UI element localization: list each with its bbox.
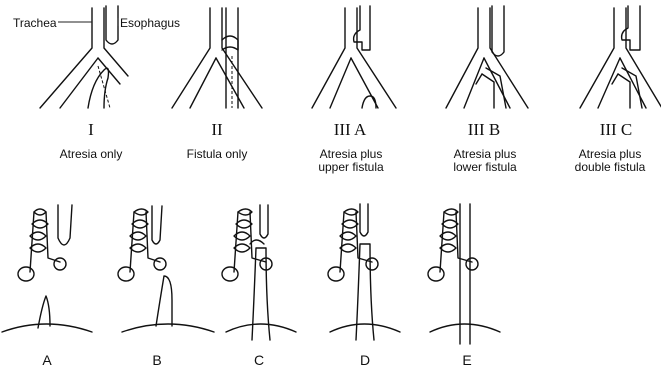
type-3a-numeral: III A — [320, 120, 380, 140]
type-1-caption-line1: Atresia only — [36, 148, 146, 161]
type-2-caption-line1: Fistula only — [162, 148, 272, 161]
type-3c-caption-line2: double fistula — [560, 161, 660, 174]
type-3b-caption: Atresia plus lower fistula — [430, 148, 540, 174]
type-2-numeral: II — [192, 120, 242, 140]
type-3a-drawing — [312, 6, 396, 108]
panel-a-drawing — [2, 205, 92, 332]
trachea-label: Trachea — [13, 16, 57, 30]
type-3b-numeral: III B — [454, 120, 514, 140]
type-3a-caption: Atresia plus upper fistula — [296, 148, 406, 174]
panel-c-letter: C — [244, 352, 274, 368]
panel-d-letter: D — [350, 352, 380, 368]
panel-b-drawing — [118, 206, 214, 332]
esophagus-label: Esophagus — [120, 16, 180, 30]
type-1-caption: Atresia only — [36, 148, 146, 161]
type-3b-drawing — [446, 6, 528, 108]
type-2-caption: Fistula only — [162, 148, 272, 161]
type-3c-numeral: III C — [586, 120, 646, 140]
type-1-numeral: I — [66, 120, 116, 140]
panel-e-letter: E — [452, 352, 482, 368]
type-3c-drawing — [580, 6, 661, 108]
type-3c-caption: Atresia plus double fistula — [560, 148, 660, 174]
type-2-drawing — [172, 8, 262, 108]
panel-a-letter: A — [32, 352, 62, 368]
panel-b-letter: B — [142, 352, 172, 368]
type-3b-caption-line2: lower fistula — [430, 161, 540, 174]
type-3a-caption-line2: upper fistula — [296, 161, 406, 174]
panel-e-drawing — [428, 204, 500, 344]
panel-c-drawing — [222, 205, 296, 340]
panel-d-drawing — [328, 204, 400, 340]
